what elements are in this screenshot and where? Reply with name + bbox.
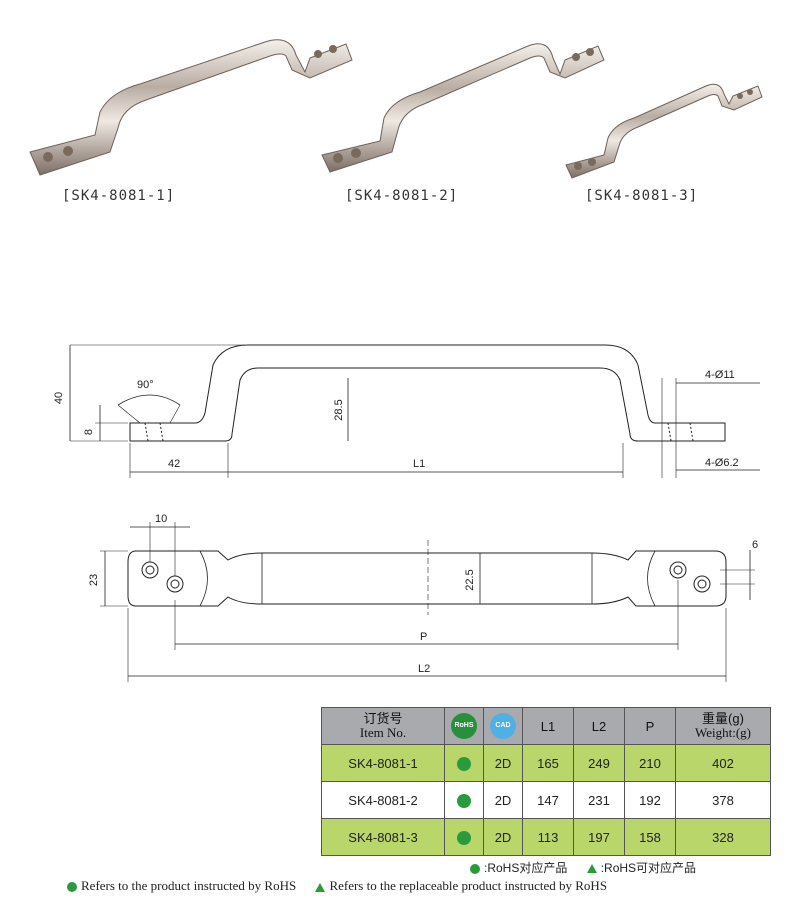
dim-p-label: P: [420, 631, 427, 643]
top-view-outline: [127, 550, 727, 607]
spec-table: 订货号 Item No. RoHS CAD L1 L2 P 重量(g) Weig…: [321, 707, 771, 856]
legend-cn: :RoHS对应产品 :RoHS可对应产品: [470, 859, 696, 876]
header-item: 订货号 Item No.: [321, 707, 445, 745]
dim-6-label: 6: [752, 539, 758, 551]
technical-drawing: 40 8 90° 28.5 42 L1 4-Ø11 4-Ø6.2 10 23 2…: [53, 344, 760, 682]
dim-hole-top-label: 4-Ø11: [705, 369, 735, 381]
item-cell: SK4-8081-2: [321, 781, 445, 819]
rohs-cell: [444, 818, 484, 856]
header-weight: 重量(g) Weight:(g): [675, 707, 771, 745]
dim-l1-label: L1: [413, 458, 425, 470]
table-row: SK4-8081-2 2D 147 231 192 378: [321, 781, 771, 819]
cad-cell: 2D: [483, 818, 523, 856]
dim-height-label: 40: [53, 392, 65, 404]
l1-cell: 113: [522, 818, 574, 856]
green-dot-icon: [67, 882, 77, 893]
header-cad: CAD: [483, 707, 523, 745]
rohs-dot-icon: [457, 793, 471, 808]
table-row: SK4-8081-3 2D 113 197 158 328: [321, 818, 771, 856]
dim-23-label: 23: [88, 574, 100, 586]
l2-cell: 231: [573, 781, 625, 819]
green-dot-icon: [470, 863, 480, 874]
p-cell: 210: [624, 744, 676, 782]
item-cell: SK4-8081-3: [321, 818, 445, 856]
header-l2: L2: [573, 707, 625, 745]
weight-cell: 328: [675, 818, 771, 856]
product-code-2: [SK4-8081-2]: [345, 188, 459, 204]
spec-table-header: 订货号 Item No. RoHS CAD L1 L2 P 重量(g) Weig…: [321, 707, 771, 745]
dim-l2-label: L2: [418, 663, 430, 675]
rohs-cell: [444, 781, 484, 819]
cad-icon: CAD: [490, 713, 516, 739]
dim-22-5-label: 22.5: [464, 569, 476, 590]
legend-en: Refers to the product instructed by RoHS…: [67, 878, 607, 894]
handle-photo-3: [565, 83, 763, 179]
rohs-icon: RoHS: [451, 713, 477, 739]
cad-cell: 2D: [483, 781, 523, 819]
l1-cell: 147: [522, 781, 574, 819]
side-view-outline: [129, 344, 726, 442]
dim-10-label: 10: [155, 513, 167, 525]
green-triangle-icon: [315, 882, 326, 892]
cad-cell: 2D: [483, 744, 523, 782]
p-cell: 158: [624, 818, 676, 856]
handle-photo-2: [321, 43, 605, 173]
green-triangle-icon: [586, 864, 597, 874]
product-code-3: [SK4-8081-3]: [585, 188, 699, 204]
weight-cell: 378: [675, 781, 771, 819]
header-l1: L1: [522, 707, 574, 745]
dim-end-label: 42: [168, 458, 180, 470]
header-rohs: RoHS: [444, 707, 484, 745]
dim-hole-bottom-label: 4-Ø6.2: [705, 457, 739, 469]
l1-cell: 165: [522, 744, 574, 782]
product-code-1: [SK4-8081-1]: [62, 188, 176, 204]
handle-photo-1: [29, 39, 353, 176]
l2-cell: 197: [573, 818, 625, 856]
product-photos: [29, 39, 763, 179]
dim-angle-label: 90°: [137, 379, 154, 391]
p-cell: 192: [624, 781, 676, 819]
rohs-dot-icon: [457, 756, 471, 771]
l2-cell: 249: [573, 744, 625, 782]
item-cell: SK4-8081-1: [321, 744, 445, 782]
table-row: SK4-8081-1 2D 165 249 210 402: [321, 744, 771, 782]
weight-cell: 402: [675, 744, 771, 782]
rohs-dot-icon: [457, 830, 471, 845]
rohs-cell: [444, 744, 484, 782]
dim-inner-label: 28.5: [333, 399, 345, 420]
header-p: P: [624, 707, 676, 745]
dim-base-label: 8: [83, 429, 95, 435]
